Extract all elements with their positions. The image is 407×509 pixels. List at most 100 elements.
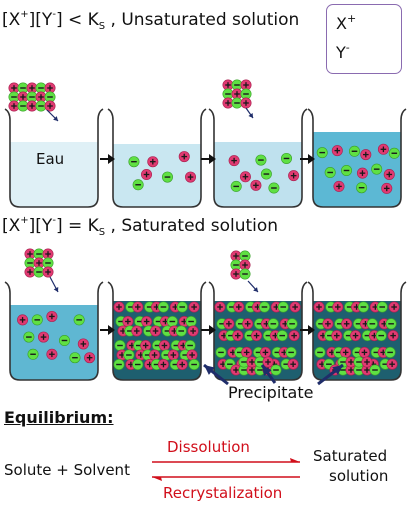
cation-icon [27,348,39,360]
cation-icon [384,346,396,358]
anion-icon [122,315,134,327]
anion-icon [157,358,169,370]
cation-icon [114,339,126,351]
anion-icon [241,346,253,358]
cation-icon [166,315,178,327]
anion-icon [377,143,389,155]
cation-icon [280,152,292,164]
anion-icon [141,169,153,181]
step-arrow-2 [201,154,216,164]
anion-icon [287,358,299,370]
anion-icon [84,352,96,364]
anion-icon [140,339,152,351]
anion-icon [345,356,357,368]
cation-icon [113,358,125,370]
anion-icon [251,330,263,342]
step-arrow-6 [300,325,315,335]
step-arrow-1 [100,154,115,164]
anion-icon [214,301,226,313]
legend-cation-label: X+ [336,12,357,33]
cation-icon [238,364,250,376]
solute-cluster-4 [230,250,251,280]
anion-icon [150,325,162,337]
anion-icon [246,364,258,376]
anion-icon [187,325,199,337]
anion-icon [131,325,143,337]
cation-icon [371,163,383,175]
anion-icon [230,268,242,280]
anion-icon [167,349,179,361]
drop-arrow-1 [46,109,59,122]
cation-icon [188,358,200,370]
anion-icon [322,318,334,330]
cation-icon [341,164,353,176]
cation-icon [314,346,326,358]
cation-icon [270,364,282,376]
anion-icon [381,182,393,194]
beaker-outline [107,281,207,381]
anion-icon [222,97,234,109]
cation-icon [356,182,368,194]
cation-icon [31,314,43,326]
anion-icon [232,330,244,342]
anion-icon [242,318,254,330]
anion-icon [44,100,56,112]
anion-icon [147,156,159,168]
anion-icon [288,170,300,182]
anion-icon [358,346,370,358]
cation-icon [157,301,169,313]
beaker-row1-2 [107,108,207,208]
solute-cluster-1 [8,82,56,112]
anion-icon [240,79,252,91]
cation-icon [128,156,140,168]
anion-icon [188,301,200,313]
drop-arrow-3 [49,276,59,293]
cation-icon [185,315,197,327]
cation-icon [35,100,47,112]
anion-icon [26,82,38,94]
anion-icon [46,348,58,360]
precipitate-label: Precipitate [228,383,314,402]
beaker-row2-1 [4,281,104,381]
cation-icon [73,314,85,326]
cation-icon [286,318,298,330]
beaker-water-label: Eau [36,150,65,168]
cation-icon [385,318,397,330]
cation-icon [357,301,369,313]
anion-icon [42,266,54,278]
cation-icon [69,352,81,364]
reactants-label: Solute + Solvent [4,461,130,479]
anion-icon [250,179,262,191]
beaker-outline [307,281,407,381]
beaker-row1-3 [208,108,308,208]
cation-icon [132,358,144,370]
anion-icon [313,301,325,313]
cation-icon [176,301,188,313]
anion-icon [388,301,400,313]
anion-icon [46,310,58,322]
anion-icon [38,331,50,343]
beaker-row2-2 [107,281,207,381]
cation-icon [348,145,360,157]
product-label-line2: solution [329,467,389,485]
anion-icon [17,314,29,326]
precipitate-arrow-left [203,363,229,386]
beaker-row1-4 [307,108,407,208]
equilibrium-heading: Equilibrium: [4,408,114,427]
solute-cluster-2 [222,79,252,109]
cation-icon [267,318,279,330]
step-arrow-5 [201,325,216,335]
anion-icon [246,356,258,368]
cation-icon [215,346,227,358]
cation-icon [337,356,349,368]
cation-icon [388,147,400,159]
solute-cluster-3 [24,248,54,278]
anion-icon [132,301,144,313]
beaker-outline [4,281,104,381]
anion-icon [240,97,252,109]
anion-icon [141,315,153,327]
anion-icon [383,168,395,180]
anion-icon [331,145,343,157]
cation-icon [255,154,267,166]
anion-icon [228,155,240,167]
